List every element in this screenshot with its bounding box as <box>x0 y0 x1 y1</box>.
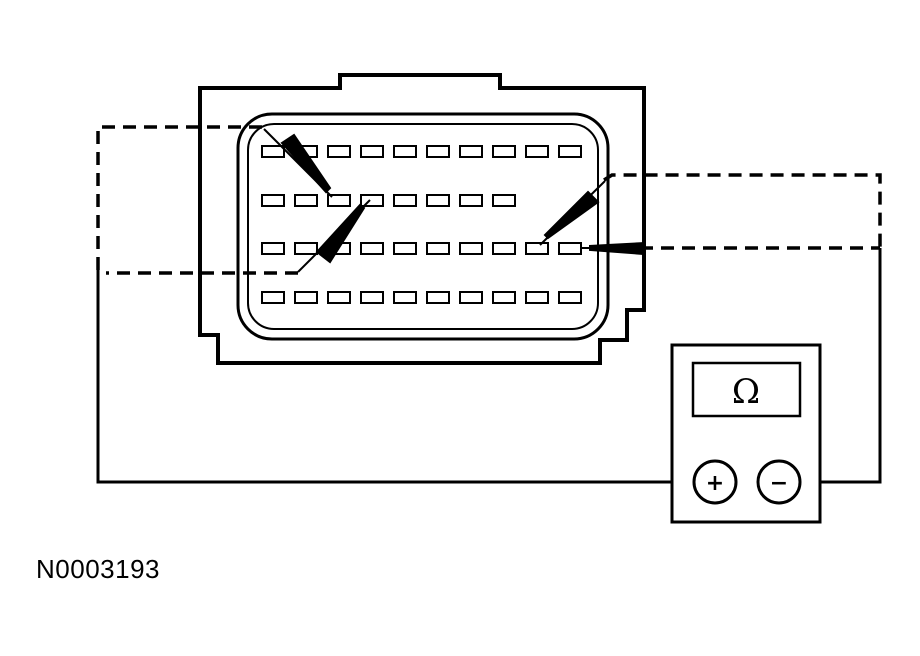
pin-cavity <box>525 242 549 255</box>
pin-cavity <box>558 291 582 304</box>
pin-cavity <box>459 194 483 207</box>
pin-cavity <box>327 145 351 158</box>
pin-cavity <box>393 145 417 158</box>
probe-tip-2 <box>297 199 371 273</box>
pin-cavity <box>393 291 417 304</box>
pin-cavity <box>492 194 516 207</box>
positive-terminal <box>692 459 738 505</box>
probe-tips <box>263 128 645 273</box>
pin-cavity <box>360 194 384 207</box>
negative-terminal <box>756 459 802 505</box>
pin-cavity <box>261 242 285 255</box>
connector-face-outer <box>236 112 610 341</box>
pin-cavity <box>426 242 450 255</box>
probe-tip-3 <box>539 180 606 246</box>
probe-lead-3 <box>603 173 882 248</box>
pin-cavity <box>327 291 351 304</box>
pin-cavity <box>393 194 417 207</box>
probe-leads <box>96 125 882 275</box>
connector-face-inner <box>247 123 599 330</box>
pin-cavity <box>558 242 582 255</box>
pin-cavity <box>558 145 582 158</box>
pin-cavity <box>459 145 483 158</box>
figure-id: N0003193 <box>36 554 160 584</box>
pin-cavity <box>525 145 549 158</box>
pin-cavity <box>360 291 384 304</box>
pin-cavity <box>294 194 318 207</box>
pin-cavity <box>393 242 417 255</box>
pin-cavity <box>492 291 516 304</box>
negative-terminal-label: − <box>770 471 788 496</box>
pin-cavity <box>426 145 450 158</box>
pin-cavity <box>360 242 384 255</box>
pin-cavity <box>525 291 549 304</box>
pin-cavity <box>261 145 285 158</box>
pin-cavity <box>360 145 384 158</box>
pin-cavity <box>426 194 450 207</box>
pin-cavity <box>492 242 516 255</box>
meter-lead-positive <box>96 270 694 484</box>
connector-housing <box>198 73 646 365</box>
probe-tip-4 <box>580 241 645 256</box>
pin-cavity <box>459 242 483 255</box>
meter-leads <box>96 248 882 484</box>
probe-lead-1 <box>96 125 262 275</box>
pin-cavity <box>294 291 318 304</box>
pin-cavity <box>459 291 483 304</box>
pin-cavity <box>261 291 285 304</box>
pin-cavity <box>327 194 351 207</box>
positive-terminal-label: + <box>706 471 724 496</box>
meter-lead-negative <box>800 248 882 484</box>
ohm-symbol: Ω <box>732 372 760 412</box>
pin-cavity <box>261 194 285 207</box>
pin-cavity <box>294 242 318 255</box>
pin-cavity <box>426 291 450 304</box>
ohmmeter-display <box>691 361 802 418</box>
pin-cavity <box>492 145 516 158</box>
probe-tip-1 <box>263 128 333 198</box>
